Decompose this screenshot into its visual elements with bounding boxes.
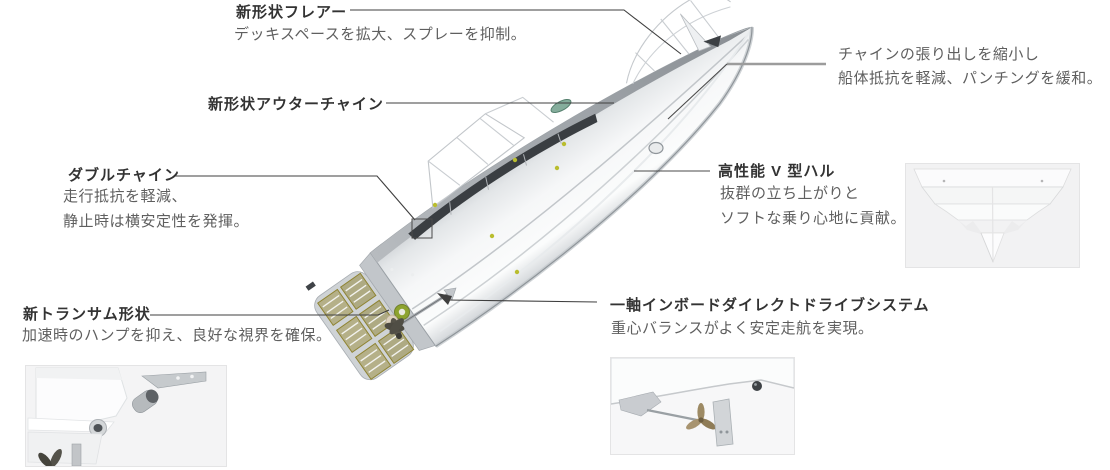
label-chine-overhang: チャインの張り出しを縮小し 船体抵抗を軽減、パンチングを緩和。 xyxy=(838,43,1102,91)
bow-thruster-ring xyxy=(648,141,664,155)
keel-left-edge xyxy=(980,232,994,263)
transom-close-up-drawing xyxy=(26,366,226,466)
label-flare-title: 新形状フレアー xyxy=(236,4,348,21)
bow-antenna xyxy=(679,13,712,52)
double-chine-target-box xyxy=(411,218,433,239)
chine-line-lower xyxy=(423,38,749,327)
inboard-drive-close-up-image xyxy=(610,357,795,455)
chine-line-upper xyxy=(411,34,749,310)
transom-top-shade xyxy=(36,368,122,380)
keel-center-line xyxy=(991,186,994,263)
v-hull-drawing xyxy=(906,164,1079,267)
rudder-bolt xyxy=(725,430,729,434)
transom-close-up-image xyxy=(25,365,227,467)
shaft-strut xyxy=(443,287,457,301)
bracket-hole xyxy=(176,376,180,380)
window-strip xyxy=(408,113,598,240)
rudder-bolt xyxy=(719,430,723,434)
screw-dot xyxy=(390,267,394,272)
label-v-hull-desc-2: ソフトな乗り心地に貢献。 xyxy=(720,210,907,227)
v-hull-cross-section-image xyxy=(905,163,1080,268)
keel-line xyxy=(439,30,751,332)
label-v-hull-desc-1: 抜群の立ち上がりと xyxy=(720,185,860,202)
leader-lines xyxy=(150,9,826,316)
label-transom-desc: 加速時のハンプを抑え、良好な視界を確保。 xyxy=(22,327,332,344)
rudder xyxy=(712,398,734,447)
windshield-wireframe xyxy=(427,96,554,209)
leader-drive xyxy=(446,299,598,303)
bottom-edge xyxy=(435,27,753,347)
label-chine-overhang-1: チャインの張り出しを縮小し xyxy=(838,46,1040,63)
label-chine-overhang-2: 船体抵抗を軽減、パンチングを緩和。 xyxy=(838,70,1103,87)
leader-chine-overhang-d xyxy=(667,63,728,120)
label-double-chine-desc: 走行抵抗を軽減、 静止時は横安定性を発揮。 xyxy=(63,184,249,234)
bracket-hole xyxy=(190,374,194,379)
lower-hull-panel xyxy=(27,431,103,465)
label-double-chine-desc-1: 走行抵抗を軽減、 xyxy=(63,188,188,205)
chine-scallops xyxy=(958,220,1027,234)
leader-transom xyxy=(150,309,390,316)
label-double-chine-desc-2: 静止時は横安定性を発揮。 xyxy=(63,213,250,230)
mount-bracket xyxy=(141,371,207,389)
label-drive-title: 一軸インボードダイレクトドライブシステム xyxy=(610,297,930,314)
anchor-locker-shadow xyxy=(703,35,722,48)
propeller xyxy=(384,318,405,339)
prop-shaft xyxy=(646,408,698,422)
bow-rail-wireframe xyxy=(625,0,731,84)
thru-hull-highlight xyxy=(754,383,757,386)
exhaust-port-hole xyxy=(93,424,103,432)
label-double-chine-title: ダブルチャイン xyxy=(68,167,180,184)
drive-close-up-drawing xyxy=(611,358,794,454)
leader-drive-arrow xyxy=(437,293,452,305)
leader-flare xyxy=(350,9,682,55)
yellow-marker-dots xyxy=(432,141,567,275)
label-v-hull-title: 高性能 V 型ハル xyxy=(718,163,836,180)
label-flare-desc: デッキスペースを拡大、スプレーを抑制。 xyxy=(234,26,527,43)
teal-thru-hull-fitting xyxy=(550,98,572,114)
label-outer-chine-title: 新形状アウターチャイン xyxy=(208,96,384,113)
prop-blade xyxy=(50,448,62,466)
exhaust-outlet xyxy=(132,389,159,413)
window-mullions xyxy=(449,133,562,215)
thru-hull-fitting xyxy=(752,381,762,391)
hull-band-top xyxy=(913,168,1072,188)
stern-cleat xyxy=(305,281,316,291)
green-ring-center xyxy=(398,308,406,316)
label-v-hull-desc: 抜群の立ち上がりと ソフトな乗り心地に貢献。 xyxy=(720,181,906,231)
screw-dot xyxy=(1040,179,1044,183)
prop-blade xyxy=(38,452,52,466)
screw-dot xyxy=(410,273,415,277)
label-transom-title: 新トランサム形状 xyxy=(23,306,151,323)
rudder-strut xyxy=(71,443,82,466)
label-drive-desc: 重心バランスがよく安定走航を実現。 xyxy=(611,320,874,337)
spray-rail xyxy=(618,391,662,417)
propeller xyxy=(686,403,716,430)
screw-dot xyxy=(942,179,946,183)
leader-double-chine xyxy=(174,175,416,221)
